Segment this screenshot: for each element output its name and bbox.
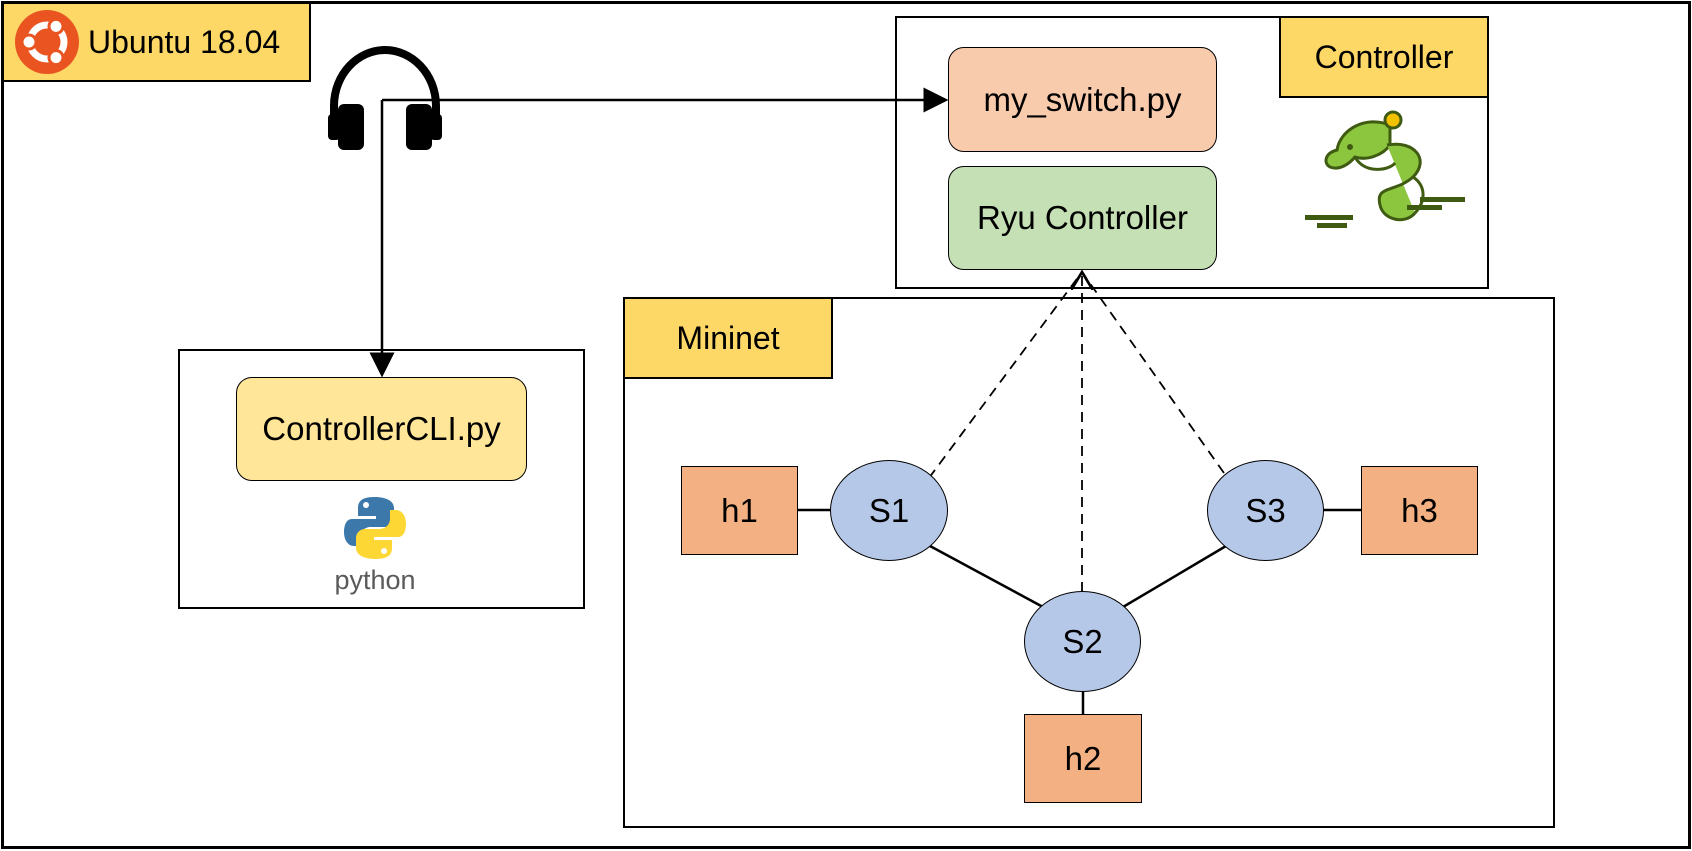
dashed-link-s1 [928,271,1083,479]
host-h3-label: h3 [1401,491,1438,529]
host-h2: h2 [1024,714,1142,803]
controller-label: Controller [1314,38,1454,75]
ubuntu-logo-icon [14,9,80,75]
my-switch-label: my_switch.py [983,80,1182,118]
controller-cli-box: ControllerCLI.py [236,377,527,481]
link-s3-s2 [1122,544,1227,609]
headphones-icon [322,44,448,154]
switch-s1-label: S1 [868,491,910,529]
ryu-controller-label: Ryu Controller [977,199,1188,236]
link-s1-s2 [929,544,1044,609]
host-h1-label: h1 [721,491,758,529]
my-switch-box: my_switch.py [948,47,1217,152]
switch-s2-label: S2 [1062,622,1103,660]
dashed-link-s3 [1081,271,1225,474]
ryu-dragon-icon [1295,105,1470,240]
python-logo-text: python [334,565,416,595]
switch-s1: S1 [830,460,948,561]
switch-s3: S3 [1207,460,1324,561]
python-logo-icon [342,494,408,562]
host-h3: h3 [1361,466,1478,555]
host-h1: h1 [681,466,798,555]
controller-tag: Controller [1279,16,1489,98]
switch-s2: S2 [1024,591,1141,692]
host-h2-label: h2 [1064,739,1102,777]
switch-s3-label: S3 [1245,491,1286,529]
ryu-controller-box: Ryu Controller [948,166,1217,270]
controller-cli-label: ControllerCLI.py [262,410,501,447]
ubuntu-tag: Ubuntu 18.04 [2,2,311,82]
mininet-tag: Mininet [623,297,833,379]
ubuntu-label: Ubuntu 18.04 [88,23,281,60]
mininet-label: Mininet [676,319,780,356]
